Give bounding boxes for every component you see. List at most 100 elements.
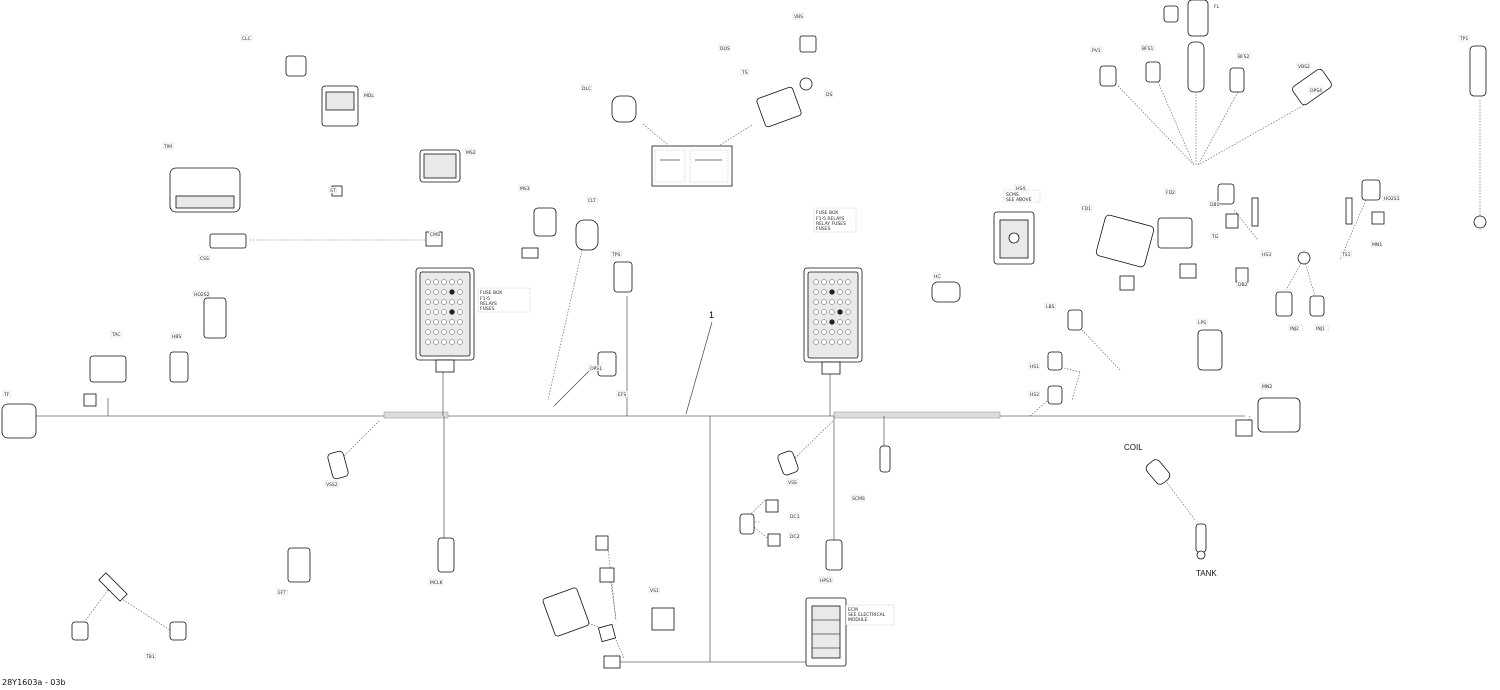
connector-label-box	[648, 586, 660, 594]
connector-label-box	[1314, 324, 1329, 332]
connector-label-box	[1196, 318, 1208, 326]
connector-label-hs2: HS2	[1030, 392, 1039, 398]
fl-label: FL	[1214, 4, 1220, 10]
connector-label-box	[144, 652, 156, 660]
connector-label-ms2: MS2	[466, 150, 476, 156]
connector-label-ops1: OPS1	[590, 366, 602, 372]
connector-label-box	[1164, 188, 1176, 196]
connector-label-cms: CMS	[430, 232, 440, 238]
connector-label-lps: LPS	[1198, 320, 1206, 326]
connector-label-bfs2: BFS2	[1238, 54, 1249, 60]
connector-label-tac: TAC	[111, 332, 121, 338]
connector-label-box	[1260, 250, 1272, 258]
connector-label-tg: TG	[1211, 234, 1219, 240]
connector-label-box	[580, 84, 592, 92]
svg-text:FUSES: FUSES	[816, 226, 831, 232]
connector-label-box	[110, 330, 122, 338]
connector-label-box	[1208, 200, 1220, 208]
connector-label-box	[824, 90, 833, 98]
connector-label-clt: CLT	[588, 198, 596, 204]
svg-text:FUSES: FUSES	[480, 306, 495, 312]
connector-label-hs1: HS1	[1030, 364, 1039, 370]
connector-label-clc: CLC	[242, 36, 251, 42]
connector-label-ds: DS	[826, 92, 832, 98]
svg-text:RELAY FUSES: RELAY FUSES	[816, 221, 846, 227]
svg-text:MODULE: MODULE	[848, 617, 868, 623]
connector-label-ho2s1: HO2S1	[1384, 196, 1400, 202]
connector-label-box	[1210, 232, 1219, 240]
connector-label-inj1: INJ1	[1316, 326, 1325, 332]
connector-label-dc1: DC1	[790, 514, 800, 520]
connector-label-box	[170, 332, 182, 340]
connector-label-box	[1140, 44, 1155, 52]
connector-label-box	[240, 34, 252, 42]
connector-label-mn2: MN2	[1262, 384, 1272, 390]
scms-module[interactable]: SCMS SEE ABOVE	[993, 189, 1041, 265]
special-labels: COIL TANK FL	[1124, 4, 1220, 578]
connector-label-vbs: VBS	[794, 14, 803, 20]
connector-label-tps: TPS	[611, 252, 620, 258]
connector-label-box	[1296, 62, 1311, 70]
svg-text:SEE ABOVE: SEE ABOVE	[1006, 197, 1032, 203]
tank-label: TANK	[1196, 569, 1217, 578]
connector-label-box	[786, 478, 798, 486]
connector-label-box	[518, 184, 530, 192]
connector-label-efs: EFS	[618, 392, 626, 398]
fuse-box-right[interactable]: FUSE BOX F1-5 RELAYS RELAY FUSES FUSES	[803, 207, 863, 375]
connector-label-ms3: MS3	[520, 186, 530, 192]
connector-label-vs1: VS1	[650, 588, 659, 594]
connector-label-box	[1370, 240, 1382, 248]
connector-label-box	[616, 390, 628, 398]
connector-label-box	[324, 480, 339, 488]
connector-label-box	[1288, 324, 1303, 332]
svg-text:RELAYS: RELAYS	[480, 301, 497, 307]
main-harness	[30, 296, 1245, 663]
connector-label-box	[1090, 46, 1102, 54]
connector-label-box	[932, 272, 941, 280]
connector-label-box	[2, 390, 11, 398]
connector-label-vbs2: VBS2	[1298, 64, 1310, 70]
connector-label-ts1: TS1	[1341, 252, 1351, 258]
connector-label-box	[1028, 362, 1040, 370]
connector-label-box	[428, 230, 440, 238]
connector-label-box	[788, 512, 800, 520]
connector-label-box	[198, 254, 210, 262]
connector-label-box	[1382, 194, 1400, 202]
connector-label-dlc: DLC	[582, 86, 591, 92]
connector-label-hs4: HS4	[1016, 186, 1025, 192]
coil-label: COIL	[1124, 443, 1143, 452]
svg-text:ECM: ECM	[848, 607, 858, 613]
drawing-number: 28Y1603a - 03b	[2, 678, 66, 687]
connector-label-box	[1028, 390, 1040, 398]
connector-label-box	[792, 12, 804, 20]
connector-label-fd2: FD2	[1166, 190, 1175, 196]
connector-label-vss: VSS	[788, 480, 797, 486]
connector-label-box	[718, 44, 730, 52]
components	[1, 0, 1487, 669]
connector-label-ops4: OPS4	[1310, 88, 1322, 94]
fuse-box-left[interactable]: FUSE BOX F1-5 RELAYS FUSES	[415, 267, 531, 373]
connector-label-fd1: FD1	[1082, 206, 1091, 212]
connector-label-scms: SCMS	[852, 496, 865, 502]
connector-label-box	[276, 588, 288, 596]
connector-label-css: CSS	[200, 256, 209, 262]
connector-label-box	[1260, 382, 1272, 390]
connector-label-inj2: INJ2	[1290, 326, 1299, 332]
connector-label-hc: HC	[934, 274, 941, 280]
svg-text:F1-5 RELAYS: F1-5 RELAYS	[816, 216, 844, 222]
connector-label-mdl: MDL	[364, 93, 374, 99]
connector-label-box	[1458, 34, 1470, 42]
connector-label-tim: TIM	[163, 144, 172, 150]
connector-label-box	[1236, 52, 1251, 60]
connector-label-box	[1044, 302, 1056, 310]
ecm-module-bottom[interactable]: ECM SEE ELECTRICAL MODULE	[805, 597, 895, 667]
connector-label-box	[362, 91, 374, 99]
connector-label-db1: DB1	[1210, 202, 1220, 208]
svg-text:SCMS: SCMS	[1006, 192, 1019, 198]
connector-label-box	[850, 494, 865, 502]
connector-label-box	[1080, 204, 1092, 212]
connector-label-mclk: MCLK	[430, 580, 444, 586]
ecm-top-center[interactable]	[651, 145, 733, 187]
connector-label-tf: TF	[3, 392, 10, 398]
